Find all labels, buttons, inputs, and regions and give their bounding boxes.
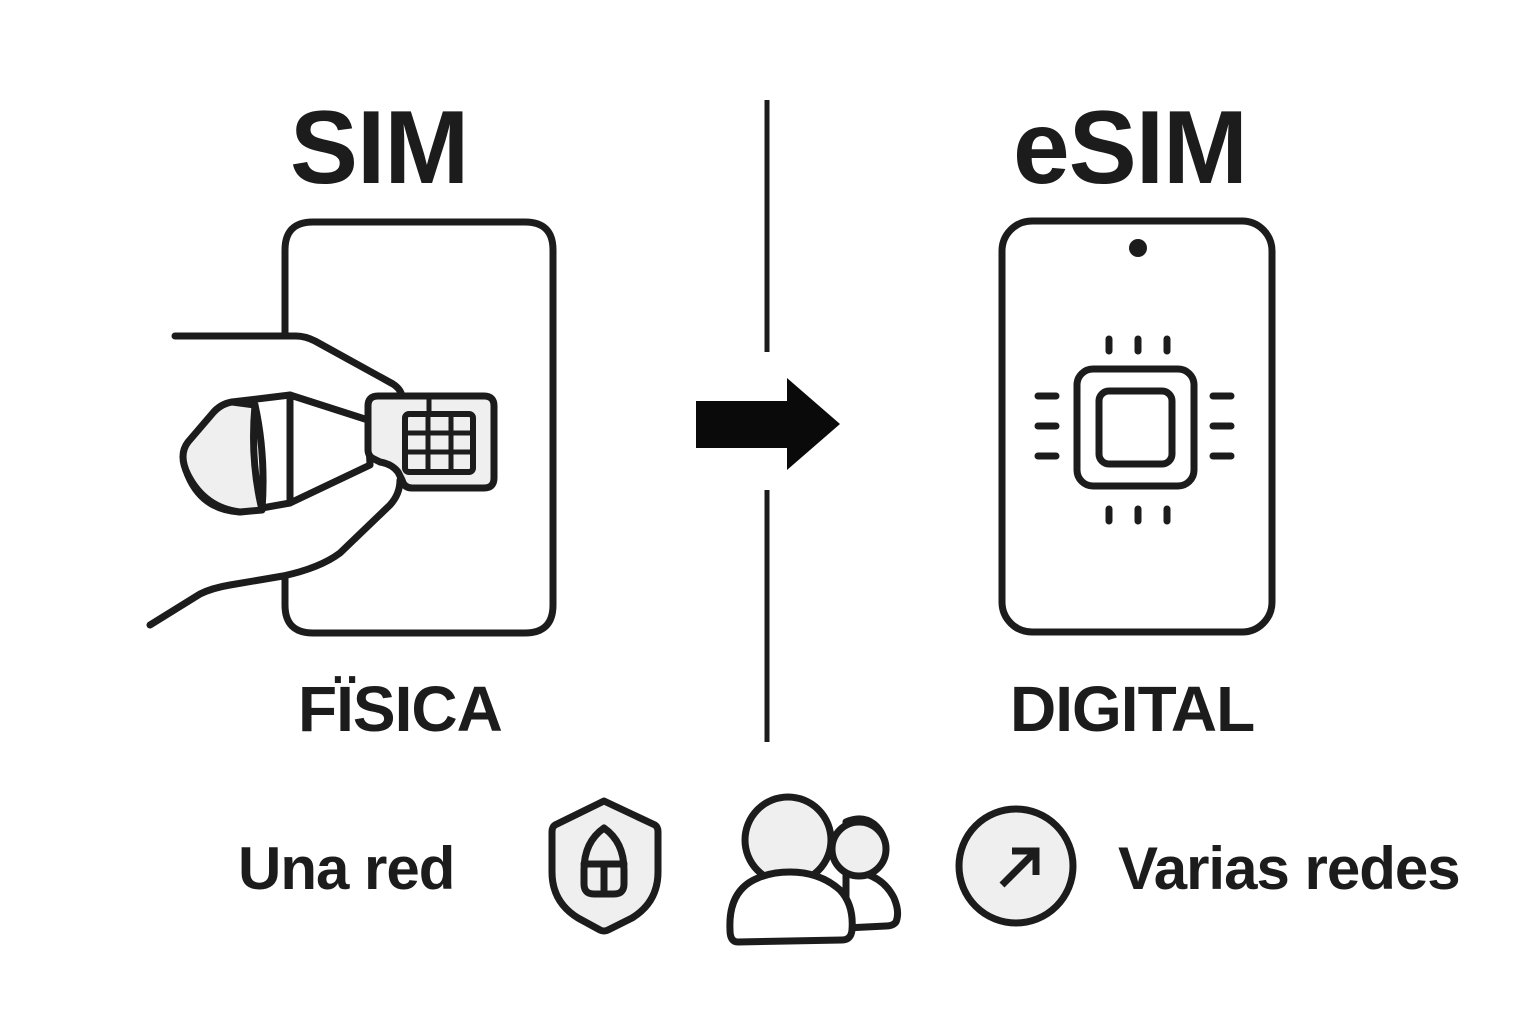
sim-title: SIM [290, 90, 469, 206]
arrow-right-icon [694, 376, 842, 472]
physical-label: FÏSICA [298, 673, 503, 745]
shield-lock-icon [545, 795, 665, 935]
external-arrow-circle-icon [950, 803, 1082, 935]
esim-title: eSIM [1013, 90, 1248, 206]
multiple-networks-caption: Varias redes [1118, 835, 1461, 902]
users-icon [718, 790, 908, 950]
digital-label: DIGITAL [1010, 673, 1255, 745]
single-network-caption: Una red [238, 835, 455, 902]
hand-inserting-sim-card-icon [140, 210, 570, 640]
phone-with-embedded-chip-icon [995, 215, 1280, 640]
